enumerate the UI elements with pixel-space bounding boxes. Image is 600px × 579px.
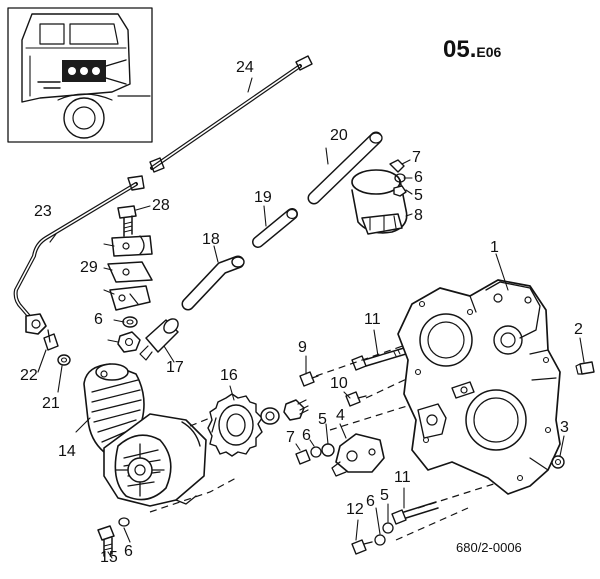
filter-housing-8 (351, 169, 408, 235)
clamp-26 (111, 235, 153, 257)
truck-locator-inset (7, 7, 153, 143)
compressor-14 (83, 363, 207, 507)
bolt-11-upper (351, 347, 407, 371)
hose-18 (181, 255, 245, 311)
gear-16 (207, 393, 263, 457)
section-suffix: E06 (476, 44, 502, 60)
label-11-upper: 11 (364, 311, 381, 328)
sleeve-17 (139, 318, 179, 361)
washer-6-bottom-left (118, 517, 130, 527)
label-20: 20 (330, 127, 348, 144)
nut-29 (117, 331, 141, 353)
label-2: 2 (574, 321, 583, 338)
fitting-22 (43, 329, 59, 351)
nut-5-lower (321, 443, 335, 457)
bolt-9 (299, 371, 319, 387)
hose-20 (307, 131, 383, 205)
label-16: 16 (220, 367, 238, 384)
washer-6-upper-left (122, 316, 138, 328)
bolt-11-lower (391, 501, 439, 525)
bolt-10 (345, 391, 367, 407)
nut-5-upper (393, 185, 407, 197)
label-8: 8 (414, 207, 423, 224)
drawing-reference: 680/2-0006 (456, 540, 522, 555)
label-5-lower-right: 5 (380, 487, 389, 504)
label-7-lower: 7 (286, 429, 295, 446)
label-17: 17 (166, 359, 184, 376)
washer-21 (57, 354, 71, 366)
bolt-28 (117, 205, 137, 237)
label-22: 22 (20, 367, 38, 384)
bolt-12 (351, 539, 373, 555)
label-1: 1 (490, 239, 499, 256)
bolt-7-lower (295, 449, 311, 465)
label-7-upper: 7 (412, 149, 421, 166)
label-19: 19 (254, 189, 272, 206)
label-12: 12 (346, 501, 364, 518)
label-10: 10 (330, 375, 348, 392)
main-housing-1 (397, 279, 561, 495)
label-23: 23 (34, 203, 52, 220)
bolt-15 (97, 525, 115, 557)
washer-5-lower-right (382, 522, 394, 534)
label-11-lower: 11 (394, 469, 411, 486)
label-5-upper: 5 (414, 187, 423, 204)
label-9: 9 (298, 339, 307, 356)
hose-19 (252, 208, 298, 248)
clamp-plate-25 (107, 261, 153, 283)
label-6-bottom: 6 (124, 543, 133, 560)
label-15: 15 (100, 549, 118, 566)
section-title: 05.E06 (443, 36, 501, 64)
label-21: 21 (42, 395, 60, 412)
label-4: 4 (336, 407, 345, 424)
washer-6-lower-middle (310, 446, 322, 458)
label-18: 18 (202, 231, 220, 248)
label-3: 3 (560, 419, 569, 436)
cover-4 (331, 433, 385, 477)
label-24: 24 (236, 59, 254, 76)
label-6-upper: 6 (414, 169, 423, 186)
pin-2 (575, 361, 595, 375)
bracket-27 (109, 285, 151, 311)
label-6-left: 6 (94, 311, 103, 328)
label-6-lower: 6 (302, 427, 311, 444)
label-5-lower: 5 (318, 411, 327, 428)
section-number: 05. (443, 36, 477, 63)
bolt-7-upper (389, 159, 405, 173)
washer-6-lower-right (374, 534, 386, 546)
label-6-lower-right: 6 (366, 493, 375, 510)
pipe-23 (13, 175, 145, 335)
label-28: 28 (152, 197, 170, 214)
threaded-plug (283, 399, 309, 421)
leader-lines (37, 77, 585, 559)
seal-ring (260, 407, 280, 425)
ring-3 (551, 455, 565, 469)
label-25: 29 (80, 259, 98, 276)
pipe-24 (149, 55, 313, 173)
label-14: 14 (58, 443, 76, 460)
